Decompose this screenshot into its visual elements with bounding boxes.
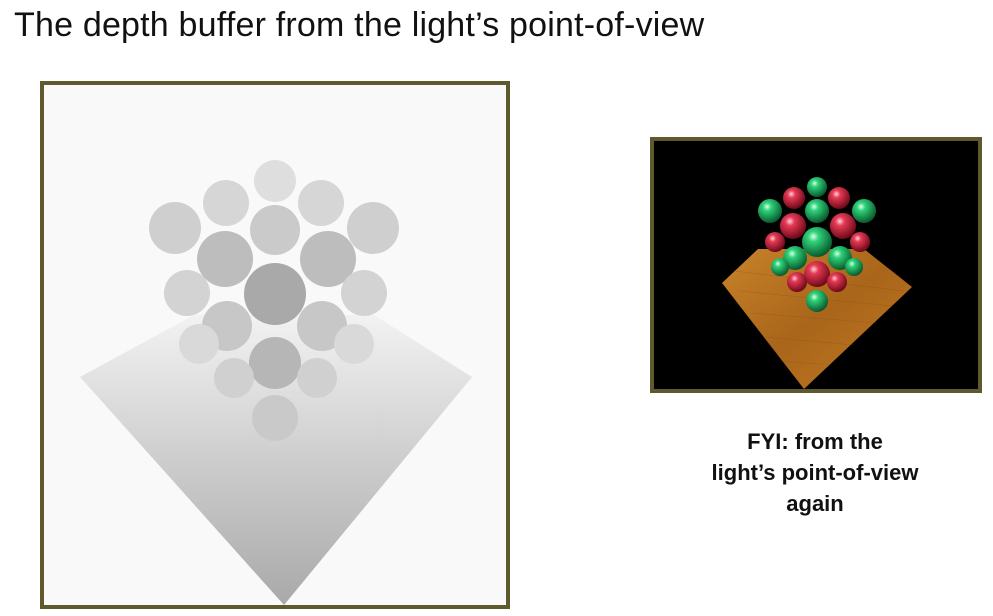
wood-floor — [722, 249, 912, 389]
caption-line: again — [786, 491, 844, 516]
depth-spheres — [149, 160, 399, 441]
scene-render-spheres-on-wood — [654, 141, 978, 389]
slide-title: The depth buffer from the light’s point-… — [14, 6, 705, 44]
scene-preview-image — [650, 137, 982, 393]
caption-line: FYI: from the — [747, 429, 883, 454]
caption-line: light’s point-of-view — [711, 460, 919, 485]
depth-buffer-render — [44, 85, 506, 605]
depth-buffer-image — [40, 81, 510, 609]
fyi-caption: FYI: from the light’s point-of-view agai… — [640, 426, 990, 519]
depth-floor — [80, 315, 472, 605]
scene-spheres — [758, 177, 876, 312]
